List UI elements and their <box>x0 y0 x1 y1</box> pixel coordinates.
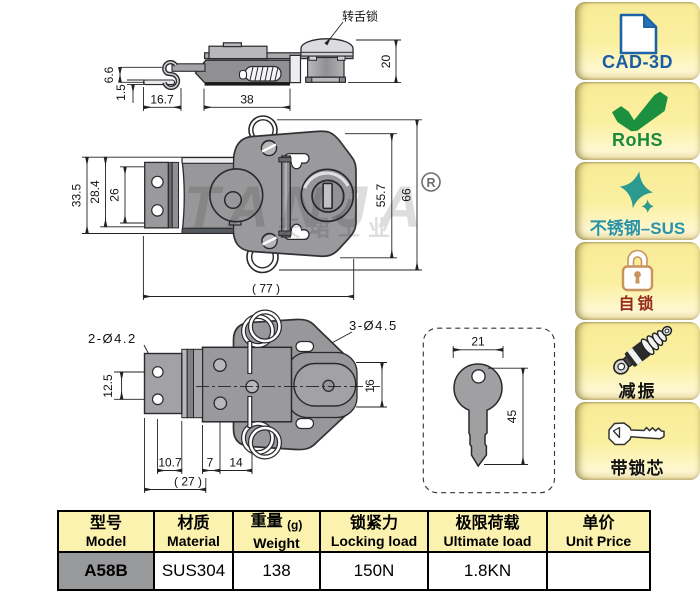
svg-text:1.5: 1.5 <box>114 84 128 101</box>
svg-text:6.6: 6.6 <box>102 66 116 83</box>
svg-text:38: 38 <box>240 93 254 107</box>
svg-text:45: 45 <box>505 410 519 424</box>
svg-text:R: R <box>426 176 435 190</box>
svg-text:天珺工业: 天珺工业 <box>278 216 398 241</box>
svg-text:3-Ø4.5: 3-Ø4.5 <box>349 318 398 333</box>
svg-text:33.5: 33.5 <box>70 183 84 207</box>
svg-text:TANJA: TANJA <box>184 175 433 240</box>
svg-text:14: 14 <box>229 456 243 470</box>
svg-text:20: 20 <box>379 55 393 69</box>
svg-text:转舌锁: 转舌锁 <box>342 9 378 24</box>
svg-text:( 27 ): ( 27 ) <box>174 475 202 489</box>
svg-text:2-Ø4.2: 2-Ø4.2 <box>88 331 137 346</box>
svg-text:12.5: 12.5 <box>101 374 115 398</box>
svg-text:——: —— <box>188 214 232 239</box>
svg-text:16.7: 16.7 <box>150 93 174 107</box>
svg-text:21: 21 <box>471 335 485 349</box>
svg-text:( 77 ): ( 77 ) <box>252 282 280 296</box>
svg-text:26: 26 <box>108 188 122 202</box>
svg-text:16: 16 <box>363 379 377 393</box>
svg-text:7: 7 <box>207 456 214 470</box>
svg-text:28.4: 28.4 <box>88 180 102 204</box>
svg-text:55.7: 55.7 <box>374 183 388 207</box>
svg-text:66: 66 <box>400 188 414 202</box>
svg-text:10.7: 10.7 <box>158 456 182 470</box>
